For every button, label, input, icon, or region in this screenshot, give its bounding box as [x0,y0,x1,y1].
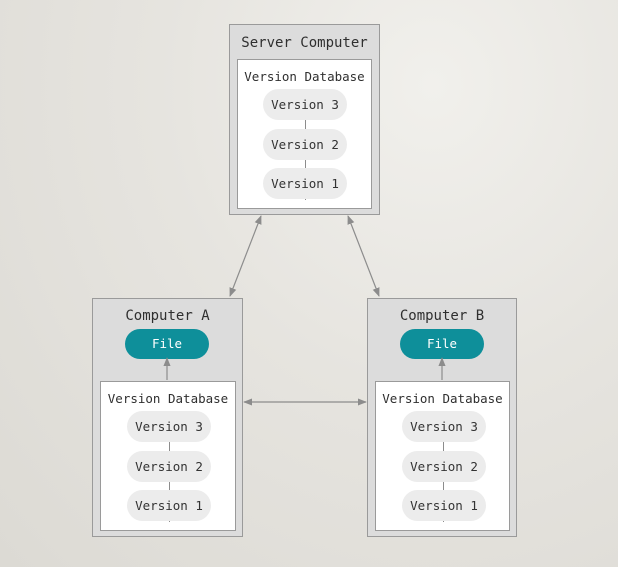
computer-b-version-connector [443,442,444,522]
computer-a-version-3: Version 3 [127,411,211,442]
computer-b-title: Computer B [399,308,485,324]
server-version-database: Version Database Version 3 Version 2 Ver… [237,59,372,209]
server-version-connector [305,120,306,200]
server-to-computer-b-arrow [347,215,380,297]
computer-a-title: Computer A [125,308,210,324]
server-to-computer-a-arrow [229,215,262,297]
server-version-3: Version 3 [263,89,347,120]
computer-a-version-connector [169,442,170,522]
server-version-database-title: Version Database [244,69,365,84]
server-version-2: Version 2 [263,129,347,160]
computer-a-version-database: Version Database Version 3 Version 2 Ver… [100,381,236,531]
computer-a-version-2: Version 2 [127,451,211,482]
computer-b-version-database-title: Version Database [382,391,503,406]
computer-b-version-database: Version Database Version 3 Version 2 Ver… [375,381,510,531]
computer-b-version-1: Version 1 [402,490,486,521]
server-version-1: Version 1 [263,168,347,199]
computer-b-file: File [400,329,484,359]
server-computer-box: Server Computer Version Database Version… [229,24,380,215]
computer-b-box: Computer B File Version Database Version… [367,298,517,537]
computer-a-file: File [125,329,209,359]
computer-b-version-2: Version 2 [402,451,486,482]
server-computer-title: Server Computer [241,35,368,51]
computer-a-version-database-title: Version Database [107,391,229,406]
computer-b-version-3: Version 3 [402,411,486,442]
computer-a-box: Computer A File Version Database Version… [92,298,243,537]
computer-a-version-1: Version 1 [127,490,211,521]
